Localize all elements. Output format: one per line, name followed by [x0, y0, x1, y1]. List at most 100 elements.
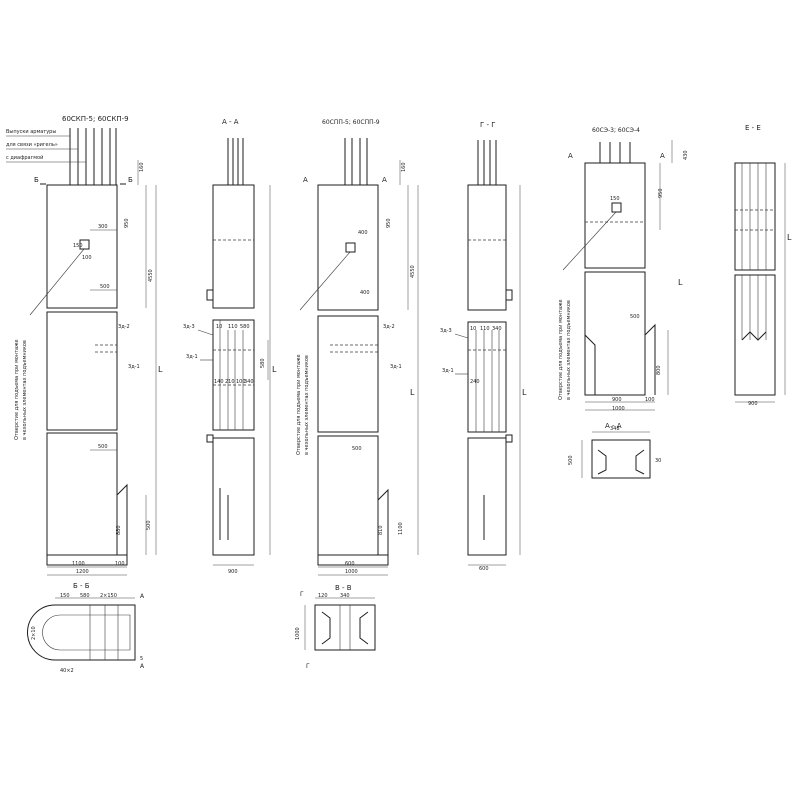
- dim-p2-L: L: [410, 388, 415, 397]
- dim-gg-340: 340: [492, 326, 502, 332]
- dim-p2-160: 160: [401, 162, 407, 172]
- dim-p2-500: 500: [352, 446, 362, 452]
- mark-a-bb-top: А: [140, 593, 145, 600]
- dim-aa-580-top: 580: [240, 324, 250, 330]
- dim-p3-430: 430: [683, 150, 689, 160]
- dim-p1-500b: 500: [98, 444, 108, 450]
- section-aa-small-title: А - А: [605, 422, 622, 430]
- dim-bb-2x150: 2×150: [100, 593, 117, 599]
- dim-aa-900: 900: [228, 569, 238, 575]
- dim-p1-1200: 1200: [76, 569, 89, 575]
- panel-skp: 60СКП-5; 60СКП-9 Выпуски арматуры для св…: [6, 115, 163, 576]
- dim-ee-L: L: [787, 233, 792, 242]
- hole-note-1b: в чехольных элементах подъемников: [22, 340, 28, 440]
- dim-vv-340: 340: [340, 593, 350, 599]
- dim-p1-300: 300: [98, 224, 108, 230]
- hole-note-2a: Отверстие для подъема при монтаже: [296, 354, 302, 455]
- mark-v-right: А: [382, 176, 387, 184]
- dim-p2-1100: 1100: [398, 522, 404, 535]
- dim-p3-150: 150: [610, 196, 620, 202]
- dim-bb-5: 5: [140, 656, 143, 662]
- dim-p2-1000: 1000: [345, 569, 358, 575]
- section-gg: Г - Г 10 110 340 240 600 L Зд-3 Зд-1: [440, 121, 527, 572]
- dim-p1-950: 950: [124, 218, 130, 228]
- dim-aas-500: 500: [568, 455, 574, 465]
- dim-p2-400b: 400: [360, 290, 370, 296]
- dim-ee-900: 900: [748, 401, 758, 407]
- dim-aa-140: 140: [214, 379, 224, 385]
- dim-p3-950: 950: [658, 188, 664, 198]
- panel-spp: 60СПП-5; 60СПП-9 А А Отверстие для подъе…: [296, 119, 419, 576]
- dim-aa-10: 10: [216, 324, 222, 330]
- mark-zd1-gg: Зд-1: [442, 368, 454, 374]
- rebar-note-1: Выпуски арматуры: [6, 129, 56, 135]
- dim-p3-900: 900: [612, 397, 622, 403]
- dim-p3-800: 800: [656, 365, 662, 375]
- rebar-note-3: с диафрагмой: [6, 154, 43, 161]
- dim-aas-30: 30: [655, 458, 661, 464]
- mark-zd3-aa: Зд-3: [183, 324, 195, 330]
- dim-bb-2x10: 2×10: [31, 626, 37, 640]
- section-vv: В - В 120 340 1000 Г Г: [295, 584, 376, 670]
- mark-a-bb-bottom: А: [140, 663, 145, 670]
- mark-g-top: Г: [300, 591, 304, 598]
- dim-p2-810: 810: [378, 525, 384, 535]
- dim-p2-4550: 4550: [410, 265, 416, 278]
- dim-p1-100b: 100: [115, 561, 125, 567]
- dim-p1-500c: 500: [146, 520, 152, 530]
- panel-se: 60СЭ-3; 60СЭ-4 А А Отверстие для подъема…: [558, 127, 689, 412]
- dim-p1-150: 150: [73, 243, 83, 249]
- mark-zd1-aa: Зд-1: [186, 354, 198, 360]
- hole-note-1a: Отверстие для подъема при монтаже: [14, 339, 20, 440]
- dim-gg-110: 110: [480, 326, 490, 332]
- rebar-note-2: для связи «ригель»: [6, 142, 58, 148]
- section-aa-small: А - А 348 500 30: [568, 422, 661, 479]
- section-aa-title: А - А: [222, 118, 239, 126]
- dim-aa-110: 110: [228, 324, 238, 330]
- dim-bb-150: 150: [60, 593, 70, 599]
- section-aa: А - А 10 110 580 580 140 210 100 340 900…: [183, 118, 277, 575]
- mark-zd2-p1: Зд-2: [118, 324, 130, 330]
- dim-p1-500a: 500: [100, 284, 110, 290]
- dim-aa-580-side: 580: [260, 358, 266, 368]
- dim-p1-100: 100: [82, 255, 92, 261]
- dim-p3-100: 100: [645, 397, 655, 403]
- panel-spp-title: 60СПП-5; 60СПП-9: [322, 119, 380, 126]
- dim-gg-600: 600: [479, 566, 489, 572]
- dim-p1-L: L: [158, 365, 163, 374]
- dim-aas-348: 348: [610, 426, 620, 432]
- mark-zd1-p2: Зд-1: [390, 364, 402, 370]
- mark-zd3-gg: Зд-3: [440, 328, 452, 334]
- mark-zd2-p2: Зд-2: [383, 324, 395, 330]
- section-gg-title: Г - Г: [480, 121, 496, 129]
- mark-zd1-p1: Зд-1: [128, 364, 140, 370]
- dim-p2-600: 600: [345, 561, 355, 567]
- dim-p2-950: 950: [386, 218, 392, 228]
- dim-bb-40x2: 40×2: [60, 668, 74, 674]
- mark-a-right-p3: А: [660, 152, 665, 160]
- dim-vv-120: 120: [318, 593, 328, 599]
- mark-v-left: А: [303, 176, 308, 184]
- section-ee-title: Е - Е: [745, 124, 761, 132]
- mark-a-left-p3: А: [568, 152, 573, 160]
- mark-b-left: Б: [34, 176, 39, 184]
- dim-aa-210: 210: [225, 379, 235, 385]
- hole-note-3b: в чехольных элементах подъемников: [566, 300, 572, 400]
- hole-note-2b: в чехольных элементах подъемников: [304, 355, 310, 455]
- dim-bb-580: 580: [80, 593, 90, 599]
- hole-note-3a: Отверстие для подъема при монтаже: [558, 299, 564, 400]
- panel-skp-title: 60СКП-5; 60СКП-9: [62, 115, 129, 123]
- section-bb: Б - Б 150 580 2×150 2×10 40×2 5 А А: [27, 582, 145, 674]
- dim-aa-100: 100: [236, 379, 246, 385]
- dim-p3-L: L: [678, 278, 683, 287]
- dim-gg-L: L: [522, 388, 527, 397]
- dim-aa-340: 340: [244, 379, 254, 385]
- panel-se-title: 60СЭ-3; 60СЭ-4: [592, 127, 640, 134]
- dim-vv-1000: 1000: [295, 627, 301, 640]
- section-vv-title: В - В: [335, 584, 352, 592]
- dim-gg-240: 240: [470, 379, 480, 385]
- section-bb-title: Б - Б: [73, 582, 90, 590]
- mark-b-right: Б: [128, 176, 133, 184]
- mark-g-bottom: Г: [306, 663, 310, 670]
